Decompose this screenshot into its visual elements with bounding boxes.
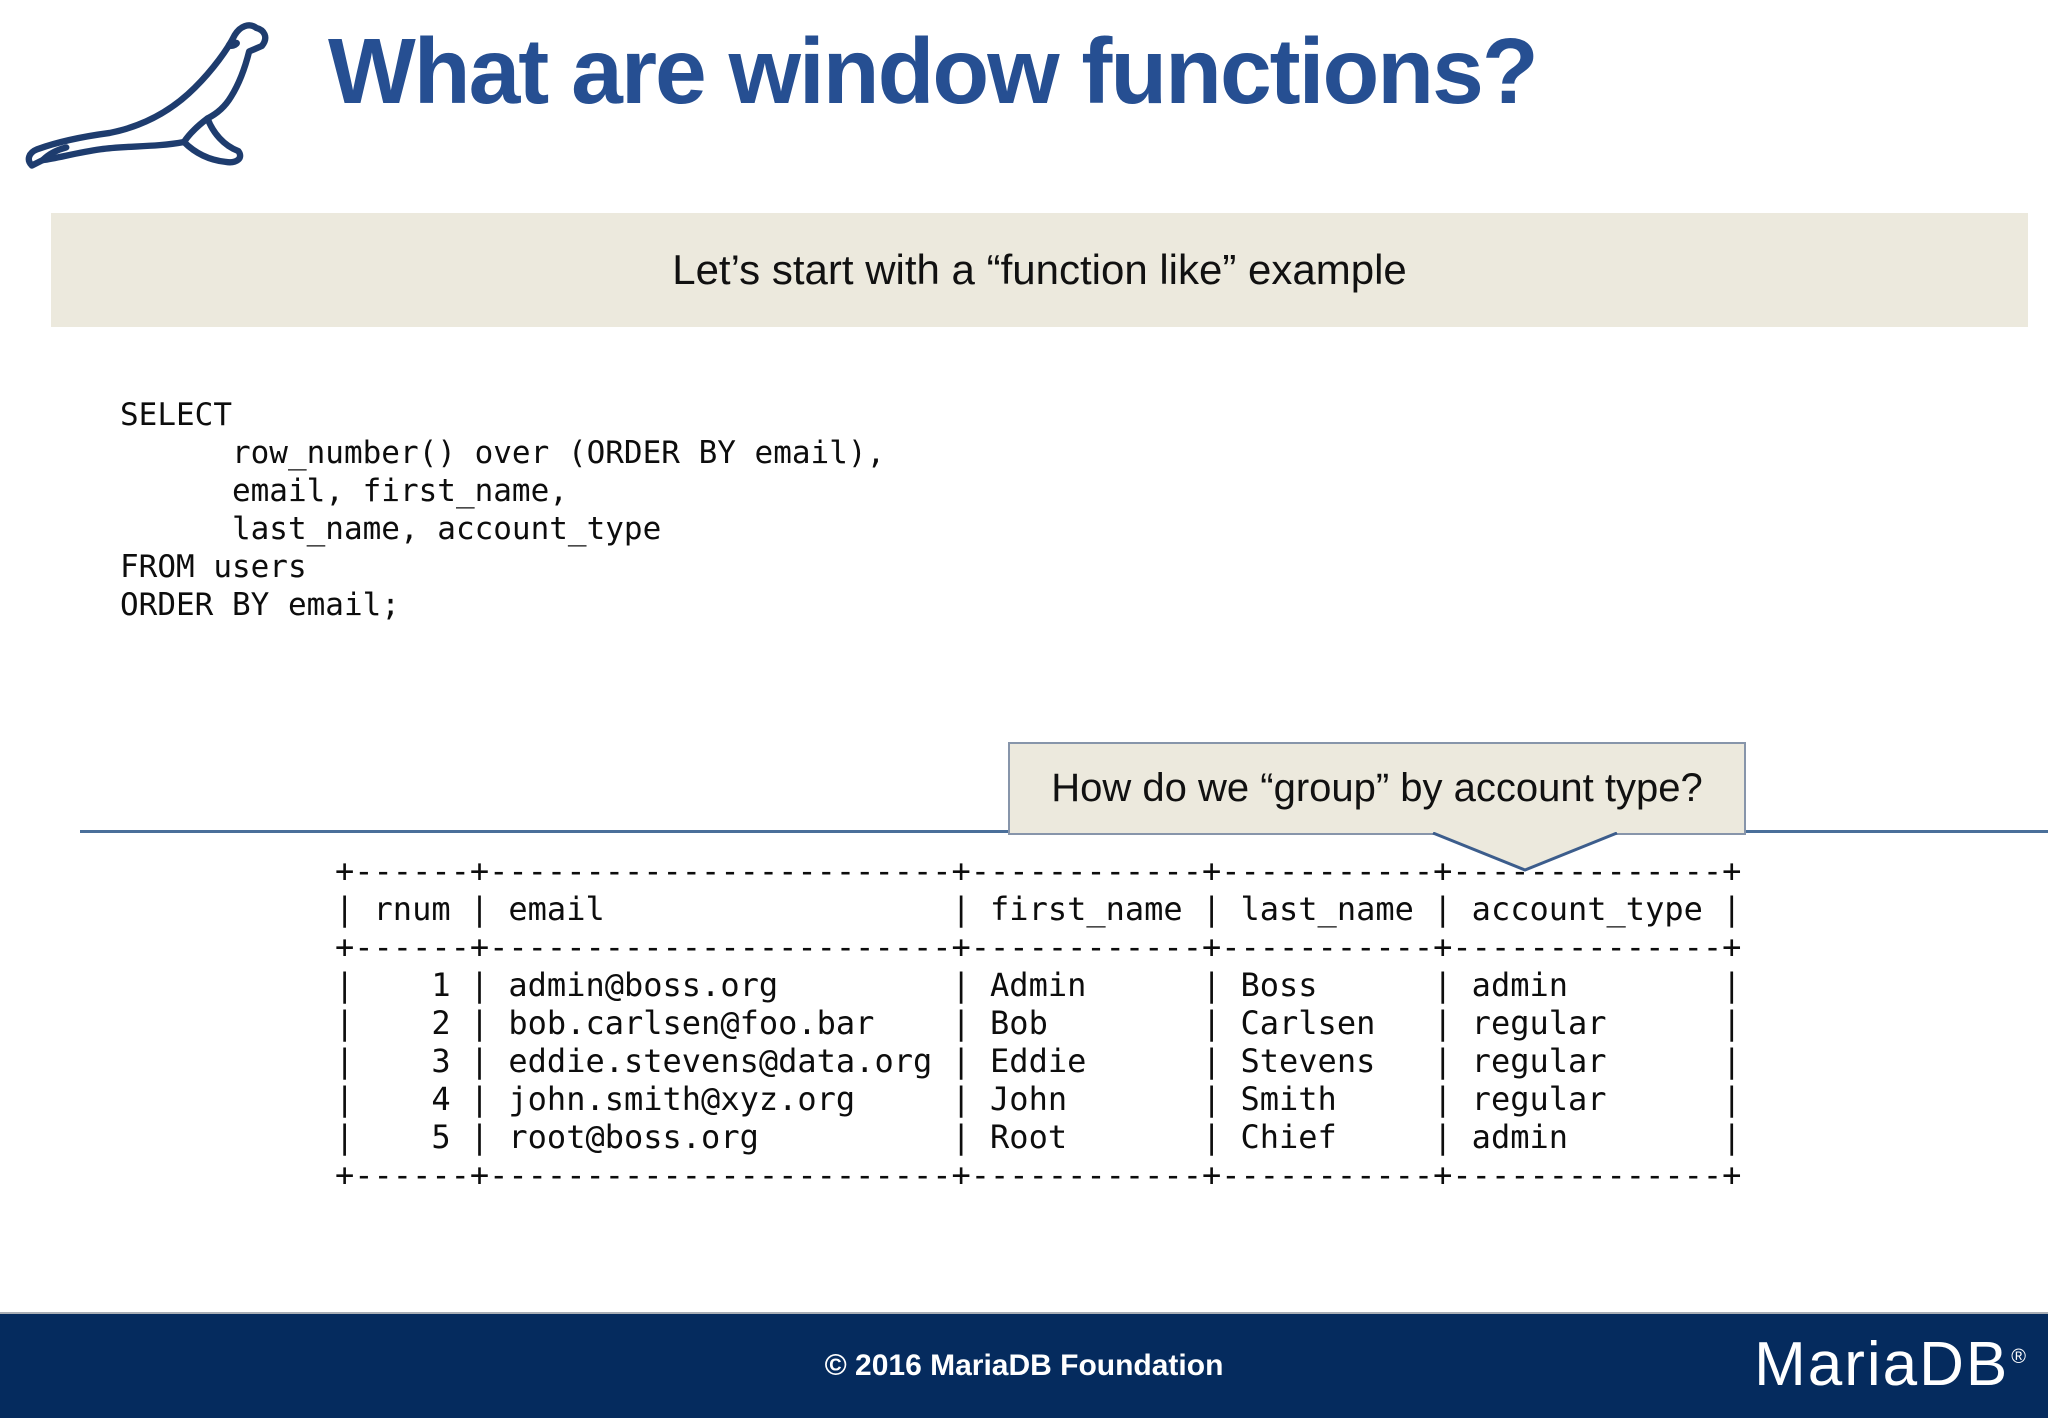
seal-eye [225,39,240,49]
mariadb-wordmark: MariaDB® [1754,1329,2026,1400]
callout-text: How do we “group” by account type? [1051,766,1703,810]
callout-tail [1432,832,1618,872]
result-table: +------+------------------------+-------… [335,852,1742,1194]
sql-code-block: SELECT row_number() over (ORDER BY email… [120,397,886,623]
subtitle-banner: Let’s start with a “function like” examp… [51,213,2028,327]
callout-bubble: How do we “group” by account type? [1008,742,1746,835]
seal-body [25,22,269,169]
subtitle-banner-text: Let’s start with a “function like” examp… [672,246,1407,293]
footer-copyright: © 2016 MariaDB Foundation [824,1349,1224,1382]
seal-tail-line [39,144,70,164]
mariadb-wordmark-text: MariaDB [1754,1330,2010,1400]
mariadb-seal-logo [25,22,269,169]
registered-trademark-icon: ® [2011,1346,2026,1369]
seal-flipper-line [180,115,211,146]
page-title: What are window functions? [328,19,1539,123]
footer-bar: © 2016 MariaDB Foundation MariaDB® [0,1312,2048,1418]
